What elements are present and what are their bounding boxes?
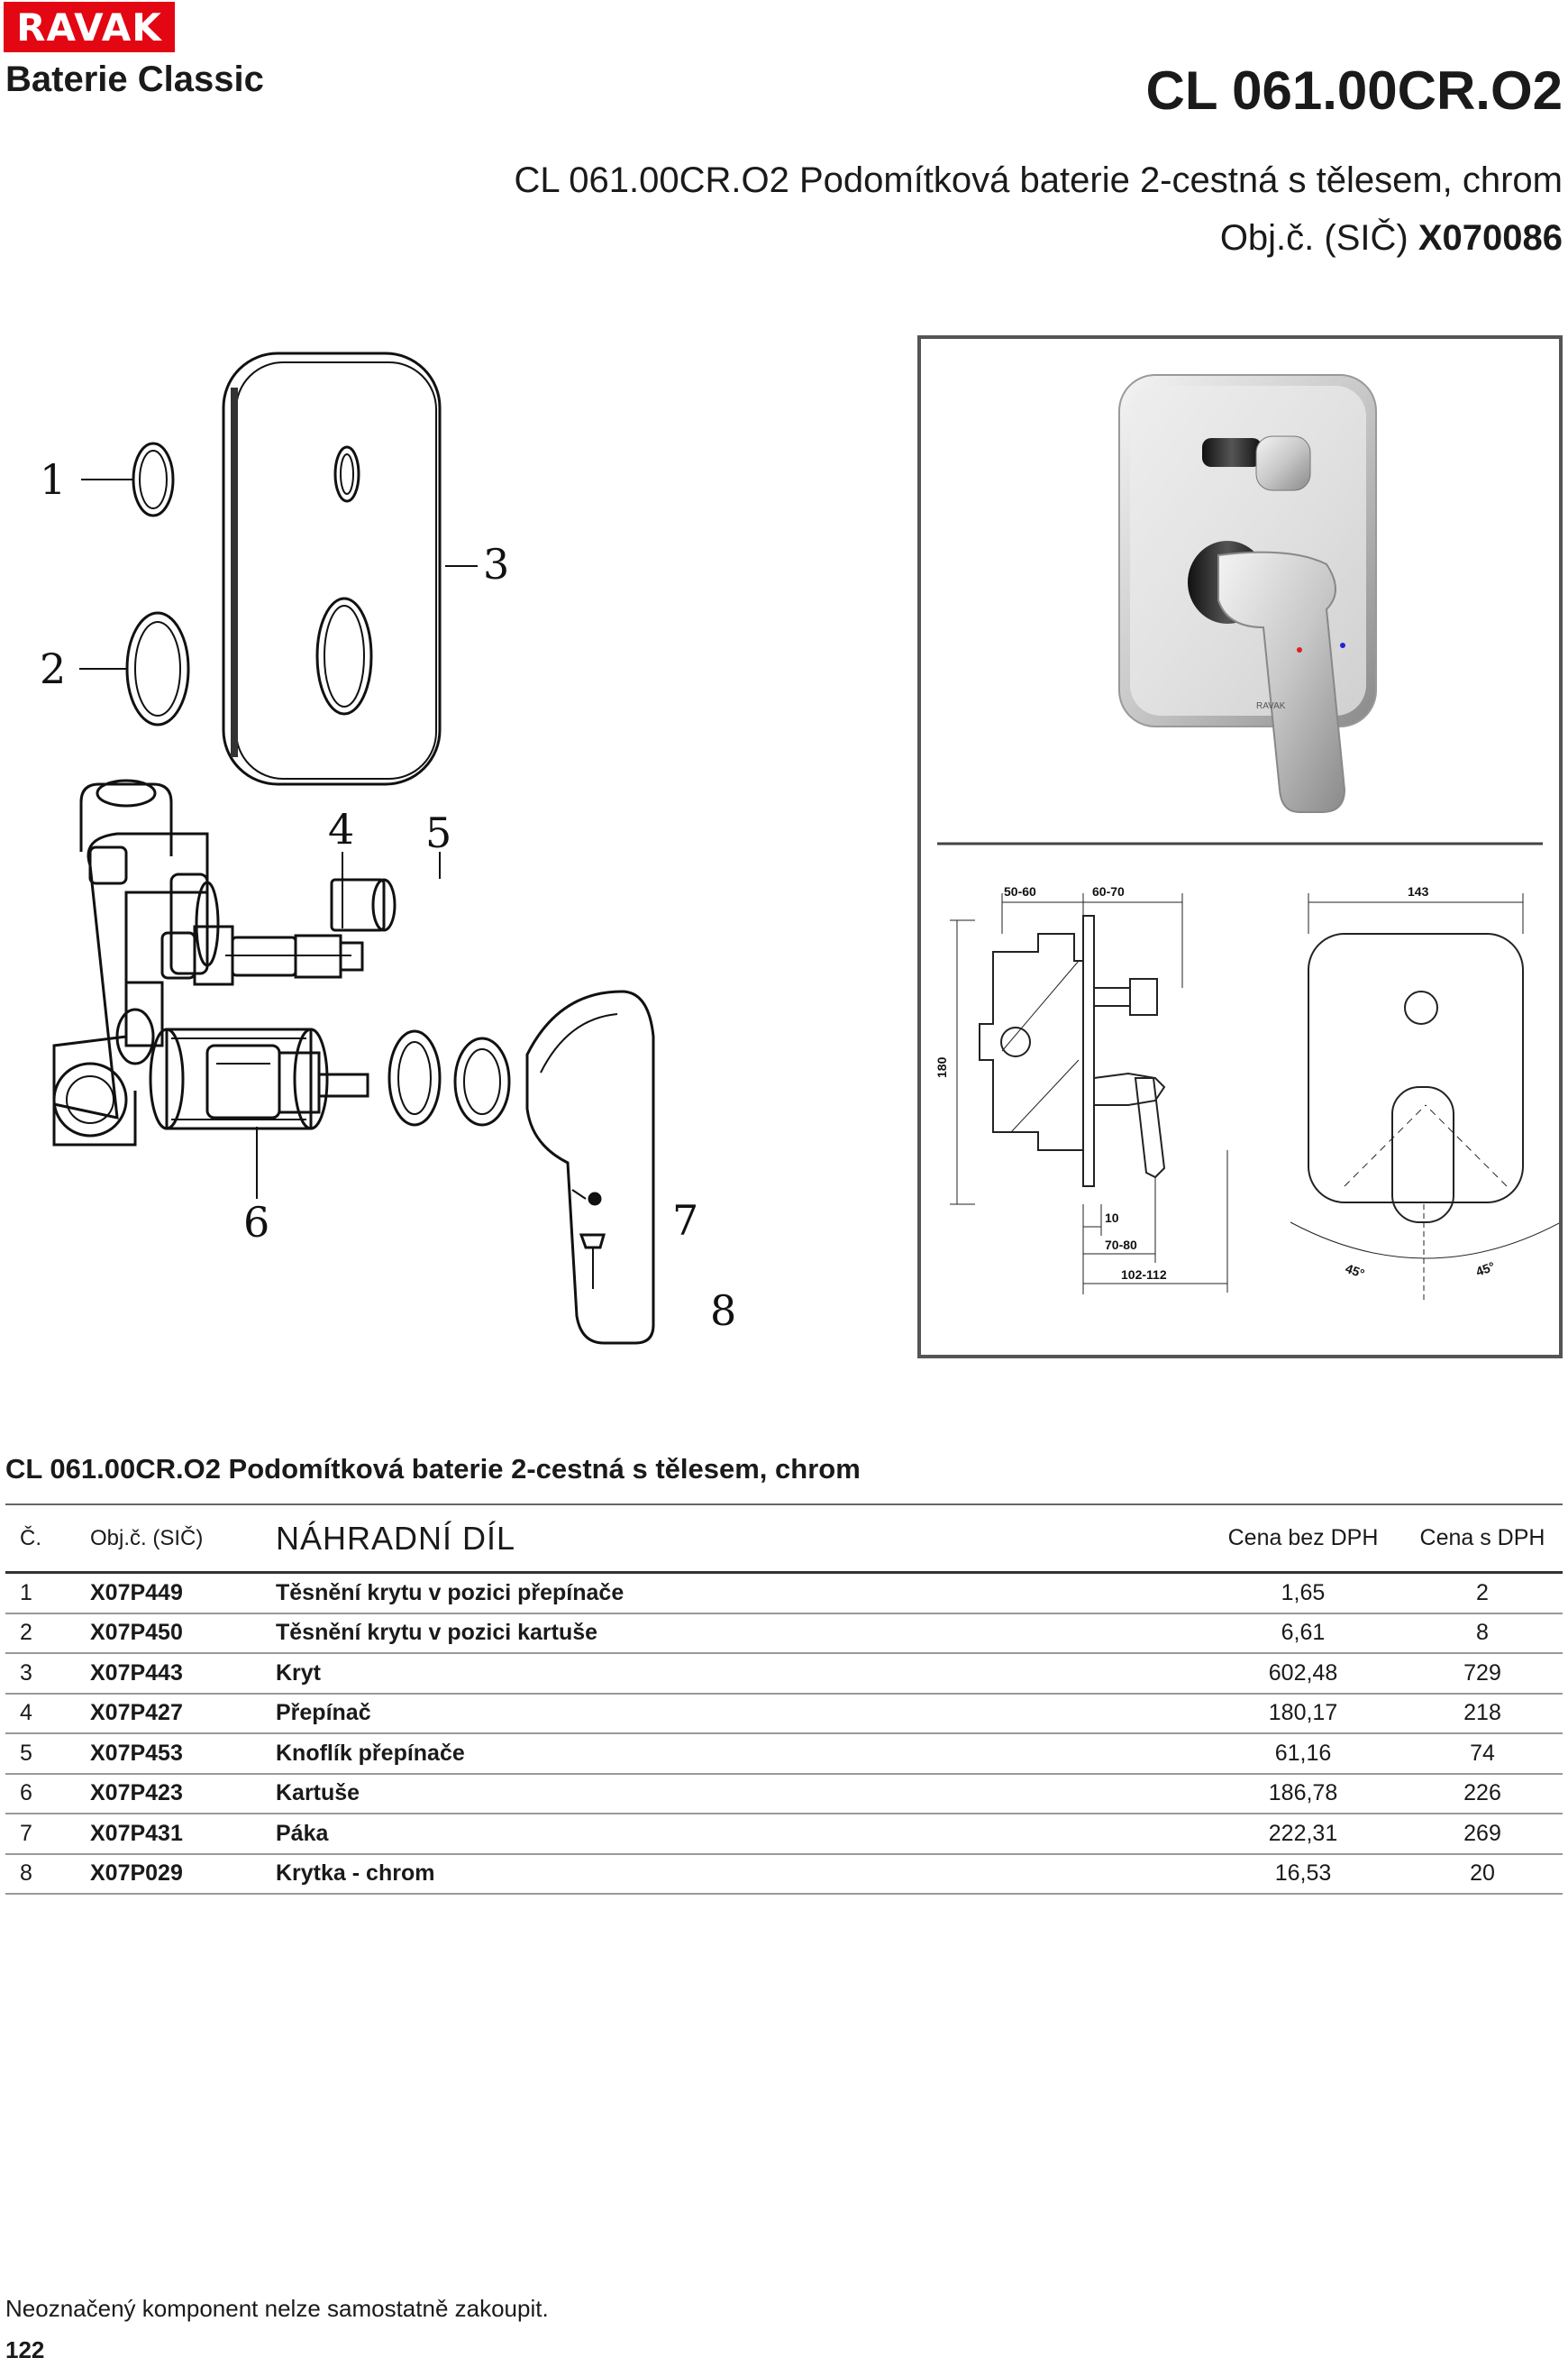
row-part-name: Kartuše [276,1780,360,1806]
diverter-drawing [160,925,364,986]
row-no: 3 [20,1659,32,1686]
product-photo: RAVAK [1118,374,1377,813]
footnote: Neoznačený komponent nelze samostatně za… [5,2295,549,2322]
exploded-diagram: 1 2 3 4 5 6 7 8 [27,334,901,1370]
row-no: 6 [20,1780,32,1806]
row-price-gross: 269 [1463,1820,1501,1846]
table-row: 1 X07P449 Těsnění krytu v pozici přepína… [5,1574,1563,1614]
row-price-gross: 8 [1476,1620,1489,1646]
row-part-name: Kryt [276,1659,322,1686]
parts-table-title: CL 061.00CR.O2 Podomítková baterie 2-ces… [5,1453,861,1485]
row-order-number: X07P453 [90,1740,183,1766]
dim-50-60: 50-60 [1004,884,1036,899]
callout-5: 5 [425,809,451,857]
row-price-gross: 226 [1463,1780,1501,1806]
row-order-number: X07P450 [90,1620,183,1646]
header-part-name: NÁHRADNÍ DÍL [276,1519,516,1557]
lever-drawing [525,990,655,1345]
row-price-net: 6,61 [1281,1620,1326,1646]
row-price-net: 186,78 [1268,1780,1338,1806]
callout-8: 8 [710,1286,736,1335]
header-no: Č. [20,1525,41,1550]
dim-143: 143 [1408,884,1429,899]
row-price-net: 1,65 [1281,1579,1326,1605]
dim-102-112: 102-112 [1121,1267,1167,1282]
row-part-name: Těsnění krytu v pozici přepínače [276,1579,624,1605]
order-number-prefix: Obj.č. (SIČ) [1219,218,1418,258]
parts-table-header: Č. Obj.č. (SIČ) NÁHRADNÍ DÍL Cena bez DP… [5,1503,1563,1574]
row-price-net: 61,16 [1274,1740,1332,1766]
table-row: 3 X07P443 Kryt 602,48 729 [5,1654,1563,1695]
row-part-name: Páka [276,1820,329,1846]
front-view-drawing [1290,893,1559,1303]
dim-60-70: 60-70 [1092,884,1125,899]
header-order-number: Obj.č. (SIČ) [90,1525,204,1550]
row-price-net: 222,31 [1268,1820,1338,1846]
row-price-gross: 729 [1463,1659,1501,1686]
row-part-name: Knoflík přepínače [276,1740,465,1766]
callout-1: 1 [40,455,66,504]
row-order-number: X07P427 [90,1700,183,1726]
callout-2: 2 [40,644,66,693]
row-price-net: 602,48 [1268,1659,1338,1686]
order-number-line: Obj.č. (SIČ) X070086 [1220,218,1563,259]
cover-plate-drawing [222,352,442,786]
photo-brand-label: RAVAK [1256,701,1286,711]
header-price-net: Cena bez DPH [1227,1525,1379,1550]
header-price-gross: Cena s DPH [1419,1525,1545,1550]
table-row: 4 X07P427 Přepínač 180,17 218 [5,1695,1563,1734]
nut-rings-drawing [387,1029,511,1127]
callout-lines [256,852,594,1289]
callout-3: 3 [483,540,509,589]
table-row: 7 X07P431 Páka 222,31 269 [5,1814,1563,1855]
dim-70-80: 70-80 [1105,1238,1137,1252]
row-part-name: Těsnění krytu v pozici kartuše [276,1620,598,1646]
page-number: 122 [5,2336,45,2363]
row-order-number: X07P449 [90,1579,183,1605]
row-price-net: 180,17 [1268,1700,1338,1726]
dim-10: 10 [1105,1211,1119,1225]
angle-right: 45° [1474,1259,1497,1279]
row-order-number: X07P029 [90,1860,183,1887]
product-image-panel: RAVAK [917,335,1563,1358]
parts-table: Č. Obj.č. (SIČ) NÁHRADNÍ DÍL Cena bez DP… [5,1503,1563,1895]
valve-body-drawing [52,779,329,1147]
table-row: 2 X07P450 Těsnění krytu v pozici kartuše… [5,1614,1563,1654]
seal-rings-drawing [79,442,478,727]
row-order-number: X07P431 [90,1820,183,1846]
order-number: X070086 [1418,218,1563,258]
table-row: 5 X07P453 Knoflík přepínače 61,16 74 [5,1734,1563,1775]
row-order-number: X07P423 [90,1780,183,1806]
row-no: 8 [20,1860,32,1887]
ravak-logo: RAVAK [4,2,175,52]
table-row: 8 X07P029 Krytka - chrom 16,53 20 [5,1855,1563,1895]
row-price-gross: 218 [1463,1700,1501,1726]
product-title: CL 061.00CR.O2 Podomítková baterie 2-ces… [514,160,1563,200]
row-price-gross: 20 [1470,1860,1495,1887]
row-order-number: X07P443 [90,1659,183,1686]
table-row: 6 X07P423 Kartuše 186,78 226 [5,1775,1563,1814]
row-no: 1 [20,1579,32,1605]
row-no: 4 [20,1700,32,1726]
dim-180: 180 [934,1056,949,1078]
callout-7: 7 [672,1196,698,1245]
row-no: 5 [20,1740,32,1766]
row-no: 7 [20,1820,32,1846]
diverter-knob-drawing [330,878,397,932]
row-part-name: Přepínač [276,1700,371,1726]
callout-4: 4 [328,805,354,854]
row-price-gross: 2 [1476,1579,1489,1605]
angle-left: 45° [1344,1261,1366,1281]
series-title: Baterie Classic [5,59,264,99]
row-no: 2 [20,1620,32,1646]
side-view-drawing [950,893,1228,1294]
row-price-net: 16,53 [1274,1860,1332,1887]
callout-6: 6 [243,1198,269,1247]
row-price-gross: 74 [1470,1740,1495,1766]
row-part-name: Krytka - chrom [276,1860,435,1887]
product-code: CL 061.00CR.O2 [1145,60,1563,121]
cartridge-drawing [205,1044,369,1120]
